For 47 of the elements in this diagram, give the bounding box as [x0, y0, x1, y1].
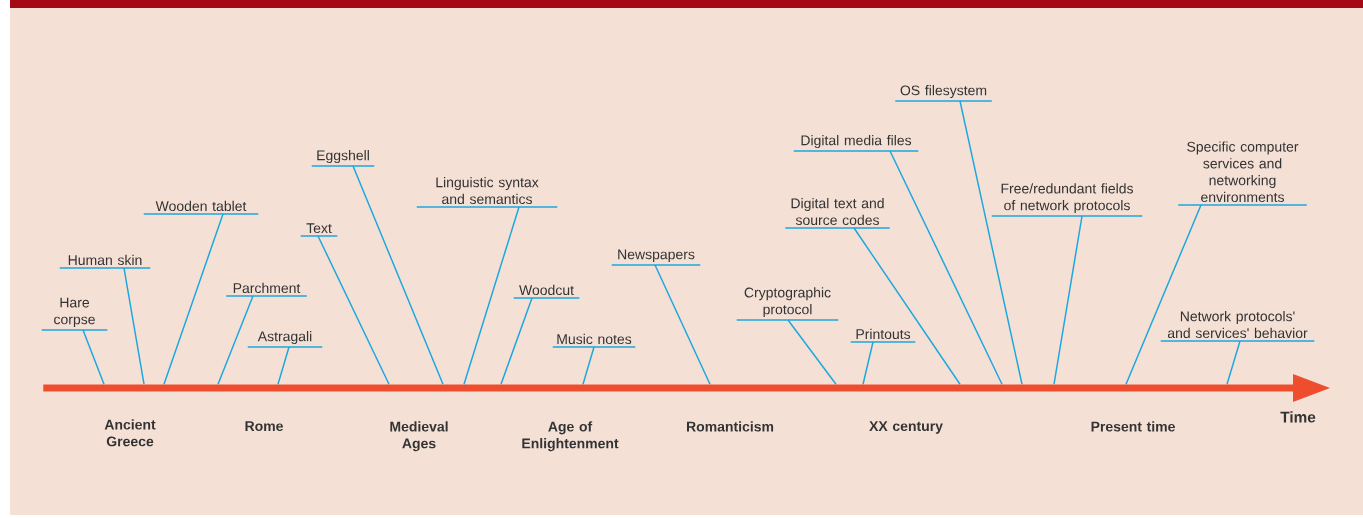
label-text: Newspapers [611, 249, 701, 266]
label-text: Specific computer services and networking environments [1177, 141, 1308, 206]
label-text: Linguistic syntax and semantics [416, 177, 558, 208]
leader-line [352, 165, 444, 385]
label-text: Digital media files [793, 135, 919, 152]
label-text: Cryptographic protocol [735, 287, 840, 321]
leader-line [1125, 204, 1202, 385]
label-text: Astragali [247, 331, 323, 348]
leader-line [1053, 215, 1083, 385]
label-text: Eggshell [311, 150, 375, 167]
label-text: Parchment [225, 282, 308, 297]
era-label: Rome [245, 421, 283, 432]
label-text: Human skin [59, 254, 151, 269]
leader-line [787, 319, 837, 385]
era-label: Age of Enlightenment [522, 421, 619, 452]
leader-line [654, 264, 711, 385]
label-text: Woodcut [512, 284, 581, 299]
leader-line [82, 329, 105, 385]
label-text: Wooden tablet [143, 200, 259, 215]
leader-line [582, 346, 595, 385]
leader-line [889, 150, 1003, 385]
leader-line [123, 267, 145, 385]
label-text: Printouts [850, 328, 916, 343]
leader-line [163, 213, 224, 385]
era-label: Ancient Greece [104, 419, 156, 447]
era-label: Medieval Ages [390, 421, 448, 452]
leader-line [862, 341, 874, 385]
leader-line [277, 346, 290, 385]
era-label: Present time [1091, 421, 1175, 432]
leader-line [1226, 340, 1241, 385]
label-text: Text [300, 223, 338, 237]
timeline-arrow [43, 374, 1330, 402]
era-label: Romanticism [687, 421, 774, 432]
leader-line [217, 295, 254, 385]
leader-line [959, 100, 1023, 385]
label-text: OS filesystem [894, 85, 993, 102]
label-text: Hare corpse [40, 297, 109, 331]
leader-line [463, 206, 520, 385]
label-text: Free/redundant fields of network protocols [991, 183, 1143, 217]
label-text: Network protocols' and services' behavior [1160, 311, 1316, 342]
era-label: XX century [869, 421, 943, 434]
leader-line [317, 235, 390, 385]
label-text: Music notes [552, 333, 636, 348]
leader-line [853, 227, 961, 385]
axis-label: Time [1280, 411, 1316, 423]
label-text: Digital text and source codes [784, 198, 891, 229]
leader-line [500, 297, 533, 385]
